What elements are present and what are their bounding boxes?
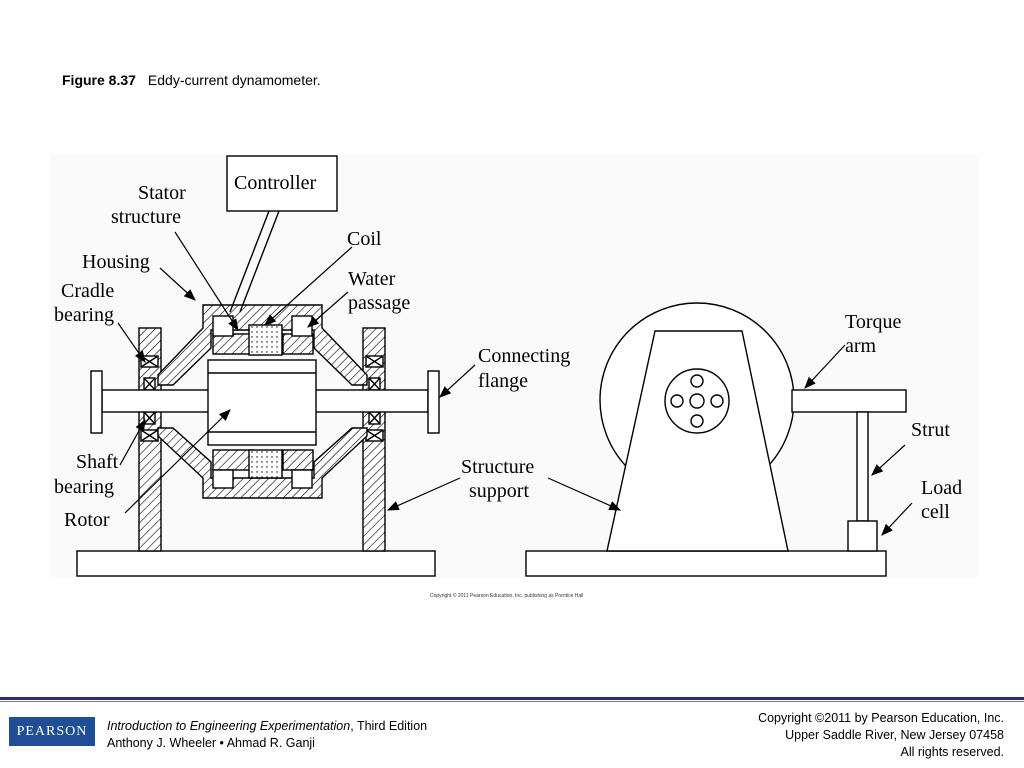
coil [248,324,283,356]
right-base-plate [525,550,887,577]
book-authors: Anthony J. Wheeler • Ahmad R. Ganji [107,736,315,750]
strut-label: Strut [911,419,950,441]
figure-number: Figure 8.37 [62,72,136,88]
strut [856,411,869,522]
book-title: Introduction to Engineering Experimentat… [107,719,351,733]
controller-label: Controller [234,172,317,194]
book-edition: , Third Edition [350,719,428,733]
leader-lines [117,231,913,536]
figure-title: Eddy-current dynamometer. [147,72,321,88]
torque-measurement-assembly [525,302,907,577]
cradle-label-1: Cradle [61,280,114,302]
footer-rule [0,697,1024,700]
stator-label-2: structure [111,206,181,228]
torque-label-2: arm [845,335,877,357]
structure-label-2: support [469,480,529,502]
shaft-label-2: bearing [54,476,114,498]
controller-box [226,155,338,212]
load-label-1: Load [921,477,962,499]
figure-caption: Figure 8.37 Eddy-current dynamometer. [62,72,321,88]
copyright-line-2: Upper Saddle River, New Jersey 07458 [785,728,1004,742]
publisher-copyright: Copyright ©2011 by Pearson Education, In… [758,710,1004,761]
structure-label-1: Structure [461,456,534,478]
structure-support [606,330,789,552]
water-label-1: Water [348,268,396,290]
torque-label-1: Torque [845,311,901,333]
flange-left [90,370,103,434]
left-base-plate [76,550,436,577]
footer-rule-thin [0,701,1024,702]
copyright-line-1: Copyright ©2011 by Pearson Education, In… [758,711,1004,725]
stator-label-1: Stator [138,182,186,204]
rotor [207,359,317,446]
load-cell [847,520,878,552]
connecting-label-2: flange [478,370,528,392]
cradle-label-2: bearing [54,304,114,326]
torque-arm [791,389,907,413]
load-label-2: cell [921,501,950,523]
rotor-label: Rotor [64,509,110,531]
pearson-logo: PEARSON [9,717,95,746]
book-info: Introduction to Engineering Experimentat… [107,718,427,752]
connecting-label-1: Connecting [478,345,570,367]
housing-lower [157,427,368,499]
figure-copyright: Copyright © 2011 Pearson Education, Inc.… [430,593,584,599]
stator-block [212,333,254,355]
coil-label: Coil [347,228,382,250]
housing-label: Housing [82,251,150,273]
figure-background [50,155,978,577]
copyright-line-3: All rights reserved. [900,745,1004,759]
shaft-label-1: Shaft [76,451,119,473]
water-label-2: passage [348,292,410,314]
connecting-flange [427,370,440,434]
